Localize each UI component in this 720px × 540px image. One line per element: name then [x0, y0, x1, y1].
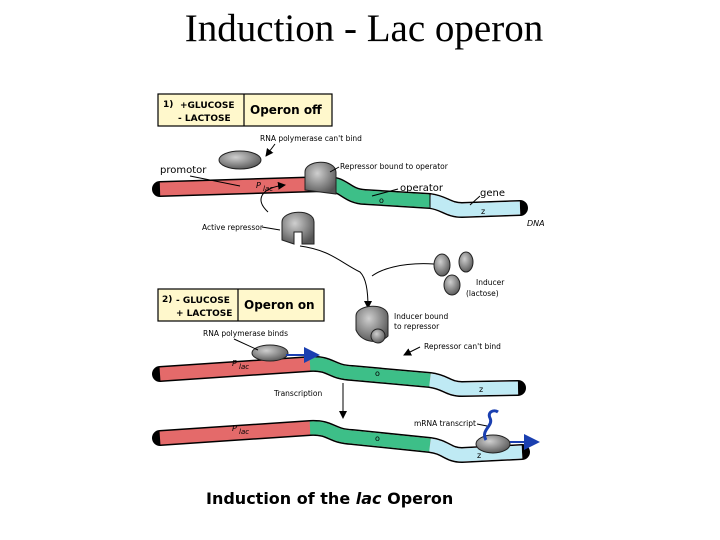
panel2-z-label: z — [479, 385, 483, 394]
panel2-glucose: - GLUCOSE — [176, 296, 230, 306]
panel1-o-label: o — [379, 196, 384, 205]
panel2-dna-strand-bottom — [152, 419, 530, 464]
label-inducer-bound-2: to repressor — [394, 322, 440, 331]
panel2-lactose: + LACTOSE — [176, 309, 232, 319]
inducer-molecule-3 — [443, 274, 461, 296]
panel1-glucose: +GLUCOSE — [180, 101, 235, 111]
panel2-lac-subscript: lac — [239, 363, 249, 371]
label-transcription: Transcription — [273, 389, 322, 398]
label-repressor-cant-bind: Repressor can't bind — [424, 342, 501, 351]
panel2-o-label: o — [375, 369, 380, 378]
panel2-status: Operon on — [244, 298, 315, 312]
label-gene: gene — [480, 188, 505, 199]
arrow-inducer-line — [371, 263, 435, 277]
panel2-bottom-z-label: z — [477, 451, 481, 460]
panel1-status: Operon off — [250, 103, 322, 117]
inducer-on-repressor — [370, 328, 386, 344]
caption-pre: Induction of the — [206, 489, 356, 508]
panel1-p-label: P — [256, 181, 261, 190]
label-repressor-bound: Repressor bound to operator — [340, 162, 449, 171]
slide-title: Induction - Lac operon — [184, 7, 544, 50]
arrow-repressor-to-inducer — [299, 245, 372, 309]
inducer-molecule-2 — [458, 251, 474, 273]
label-mrna-transcript: mRNA transcript — [414, 419, 476, 428]
label-inducer-bound-1: Inducer bound — [394, 312, 449, 321]
panel1-lac-subscript: lac — [263, 185, 273, 193]
label-rna-pol-cant-bind: RNA polymerase can't bind — [260, 134, 362, 143]
label-inducer: Inducer — [476, 278, 505, 287]
label-rna-pol-binds: RNA polymerase binds — [203, 329, 288, 338]
panel1-condition-box: 1) +GLUCOSE - LACTOSE Operon off — [157, 93, 333, 127]
rna-polymerase-transcribing — [475, 434, 511, 454]
repressor-bound-to-operator — [304, 161, 337, 195]
inducer-molecule-1 — [433, 253, 451, 277]
rna-polymerase-bound — [251, 344, 289, 362]
panel2-dna-strand-middle — [152, 355, 526, 398]
label-active-repressor: Active repressor — [202, 223, 264, 232]
panel1-lactose: - LACTOSE — [178, 114, 231, 124]
arrow-repressor-to-operator — [260, 181, 286, 213]
caption-italic: lac — [356, 489, 382, 508]
rna-polymerase-unbound — [218, 150, 262, 170]
panel2-p-label: P — [232, 359, 237, 368]
panel2-condition-box: 2) - GLUCOSE + LACTOSE Operon on — [157, 288, 325, 322]
caption-post: Operon — [382, 489, 454, 508]
figure-caption: Induction of the lac Operon — [206, 489, 453, 508]
panel1-dna-strand — [152, 176, 528, 219]
label-dna: DNA — [527, 219, 545, 228]
label-operator: operator — [400, 183, 444, 194]
label-lactose: (lactose) — [466, 289, 499, 298]
panel2-number: 2) — [162, 295, 172, 305]
active-repressor — [281, 211, 315, 245]
panel2-bottom-lac-subscript: lac — [239, 428, 249, 436]
mrna-transcript — [483, 409, 499, 441]
panel2-bottom-o-label: o — [375, 434, 380, 443]
panel1-number: 1) — [163, 100, 173, 110]
label-promotor: promotor — [160, 165, 207, 176]
panel2-bottom-p-label: P — [232, 424, 237, 433]
panel1-z-label: z — [481, 207, 485, 216]
